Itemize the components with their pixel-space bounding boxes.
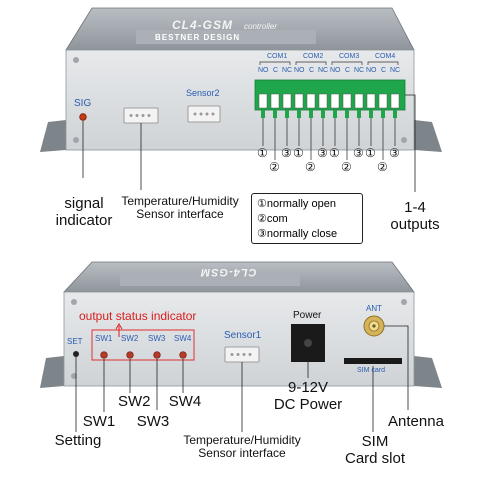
pin-label: C — [345, 67, 351, 74]
antenna-callout: Antenna — [388, 413, 444, 430]
ant-label: ANT — [366, 304, 382, 313]
sensor1-connector — [224, 346, 260, 363]
setting-callout: Setting — [54, 432, 102, 449]
legend-nc: ③normally close — [257, 228, 338, 240]
output-status-label: output status indicator — [79, 309, 197, 323]
pin-number: ③ — [281, 146, 292, 160]
temp-sensor-bottom-label: Temperature/Humidity Sensor interface — [183, 433, 301, 461]
lid-label-strip — [136, 30, 316, 44]
pin-label: NO — [330, 67, 341, 74]
set-button[interactable] — [73, 351, 79, 357]
sim-slot-callout: SIM Card slot — [344, 433, 406, 467]
sig-label: SIG — [74, 98, 92, 109]
sensor1-label: Sensor1 — [224, 330, 262, 341]
screw — [73, 137, 79, 143]
signal-indicator-label: signal indicator — [55, 195, 113, 229]
pin-number-com: ② — [305, 160, 316, 174]
pin-leader-lines — [262, 118, 396, 160]
sw4-led — [179, 351, 187, 359]
pin-label: NO — [366, 67, 377, 74]
pin-number-com: ② — [377, 160, 388, 174]
pin-number: ① — [257, 146, 268, 160]
pin-number: ① — [329, 146, 340, 160]
pin-label: NC — [390, 67, 401, 74]
outputs-leader — [405, 94, 416, 192]
mount-ear-right — [414, 120, 442, 152]
sw1-led — [100, 351, 108, 359]
top-subtitle: controller — [244, 22, 277, 31]
bottom-brand: CL4-GSM — [200, 266, 257, 278]
lid-label-strip-2 — [120, 274, 300, 286]
com2-label: COM2 — [303, 53, 324, 60]
sw1-panel-label: SW1 — [95, 334, 113, 343]
sim-card-slot[interactable] — [344, 358, 402, 364]
pin-label: C — [381, 67, 387, 74]
pin-label: NO — [294, 67, 305, 74]
sw3-panel-label: SW3 — [148, 334, 166, 343]
sw-led-box — [91, 329, 195, 361]
set-label: SET — [67, 337, 83, 346]
sig-led — [79, 113, 87, 121]
screw — [73, 57, 79, 63]
pin-number: ③ — [389, 146, 400, 160]
bottom-front-panel — [63, 291, 415, 387]
sim-card-panel-label: SIM card — [357, 367, 386, 374]
top-brand: CL4-GSM — [172, 18, 233, 32]
pin-number: ① — [293, 146, 304, 160]
terminal-screws — [258, 93, 400, 109]
sw2-led — [126, 351, 134, 359]
bottom-device — [40, 261, 442, 388]
com1-label: COM1 — [267, 53, 288, 60]
sensor2-label: Sensor2 — [186, 88, 220, 98]
legend-no: ①normally open — [257, 198, 336, 210]
pin-label: NC — [318, 67, 329, 74]
bottom-leaders — [75, 325, 409, 432]
mount-ear-right-2 — [414, 356, 442, 388]
pin-number-com: ② — [341, 160, 352, 174]
sw3-callout: SW3 — [136, 413, 170, 430]
pin-legend: ①normally open ②com ③normally close — [251, 193, 363, 244]
pin-label: NC — [282, 67, 293, 74]
sensor2-connector — [187, 105, 221, 123]
screw — [401, 137, 407, 143]
sw2-panel-label: SW2 — [121, 334, 139, 343]
sensor-connector-left — [123, 107, 159, 124]
temp-sensor-top-label: Temperature/Humidity Sensor interface — [121, 194, 239, 222]
pin-number-com: ② — [269, 160, 280, 174]
terminal-pins — [261, 110, 397, 118]
pin-label: NO — [258, 67, 269, 74]
power-callout: 9-12V DC Power — [273, 379, 343, 413]
com-brackets — [259, 61, 399, 65]
pin-label: C — [309, 67, 315, 74]
mount-ear-left-2 — [40, 356, 64, 388]
sw2-callout: SW2 — [118, 393, 151, 410]
pin-label: C — [273, 67, 279, 74]
screw — [71, 299, 77, 305]
sw4-panel-label: SW4 — [174, 334, 192, 343]
pin-label: NC — [354, 67, 365, 74]
top-maker: BESTNER DESIGN — [155, 33, 241, 42]
mount-ear-left — [40, 120, 66, 152]
sw1-callout: SW1 — [82, 413, 116, 430]
pin-number: ③ — [317, 146, 328, 160]
sw3-led — [153, 351, 161, 359]
sw4-callout: SW4 — [168, 393, 202, 410]
screw — [71, 373, 77, 379]
screw — [401, 299, 407, 305]
pin-number: ① — [365, 146, 376, 160]
power-panel-label: Power — [293, 310, 322, 321]
top-device — [40, 7, 442, 192]
com3-label: COM3 — [339, 53, 360, 60]
pin-number: ③ — [353, 146, 364, 160]
outputs-label: 1-4 outputs — [390, 199, 440, 233]
com4-label: COM4 — [375, 53, 396, 60]
legend-com: ②com — [257, 213, 288, 225]
